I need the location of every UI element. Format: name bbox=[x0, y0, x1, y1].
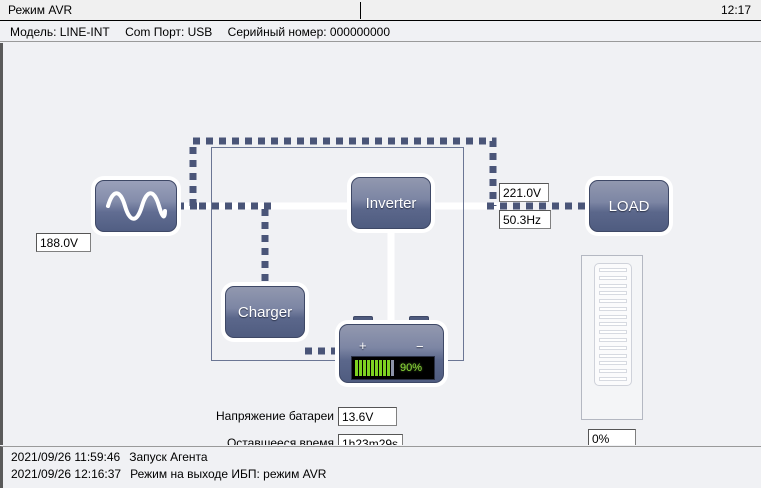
runtime-label: Оставшееся время bbox=[226, 436, 334, 445]
ups-mode-title: Режим AVR bbox=[8, 3, 73, 17]
battery-bar bbox=[391, 360, 394, 376]
log-timestamp: 2021/09/26 12:16:37 bbox=[11, 467, 122, 481]
battery-body: + − 90% bbox=[339, 324, 444, 383]
load-gauge-segment bbox=[599, 361, 627, 366]
battery-graphic[interactable]: + − 90% bbox=[339, 316, 444, 383]
load-gauge-segment bbox=[599, 376, 627, 381]
battery-positive-terminal bbox=[353, 316, 373, 327]
battery-voltage-label: Напряжение батареи bbox=[215, 409, 334, 423]
battery-charge-bars bbox=[355, 360, 394, 376]
runtime-readout: 1h23m29s bbox=[338, 434, 403, 445]
battery-bar bbox=[379, 360, 382, 376]
serial-number-label: Серийный номер: 000000000 bbox=[227, 25, 390, 39]
title-bar: Режим AVR 12:17 bbox=[0, 0, 761, 21]
flow-lines bbox=[177, 137, 589, 355]
model-label: Модель: LINE-INT bbox=[10, 25, 110, 39]
comport-label: Com Порт: USB bbox=[125, 25, 213, 39]
output-frequency-readout: 50.3Hz bbox=[499, 210, 551, 229]
battery-bar bbox=[387, 360, 390, 376]
load-gauge bbox=[581, 255, 643, 420]
log-message: Режим на выходе ИБП: режим AVR bbox=[130, 467, 327, 481]
load-gauge-segment bbox=[599, 369, 627, 374]
load-gauge-segment bbox=[599, 268, 627, 272]
load-gauge-segment bbox=[599, 322, 627, 327]
load-gauge-segment bbox=[599, 291, 627, 296]
load-gauge-segment bbox=[599, 306, 627, 311]
clock: 12:17 bbox=[720, 3, 751, 17]
plus-sign-icon: + bbox=[359, 338, 367, 353]
battery-bar bbox=[355, 360, 358, 376]
device-info-text: Модель: LINE-INT Com Порт: USB Серийный … bbox=[10, 25, 402, 39]
battery-negative-terminal bbox=[409, 316, 429, 327]
event-log: 2021/09/26 11:59:46 Запуск Агента 2021/09… bbox=[0, 446, 761, 488]
battery-bar bbox=[383, 360, 386, 376]
charger-block[interactable]: Charger bbox=[225, 286, 305, 338]
sine-wave-icon bbox=[106, 191, 167, 221]
load-gauge-segment bbox=[599, 353, 627, 358]
output-voltage-readout: 221.0V bbox=[499, 183, 549, 202]
load-gauge-segment bbox=[599, 275, 627, 280]
load-gauge-segment bbox=[599, 345, 627, 350]
log-entry: 2021/09/26 11:59:46 Запуск Агента bbox=[11, 450, 208, 464]
ac-mains-block[interactable] bbox=[95, 180, 177, 232]
ups-enclosure-outline bbox=[211, 147, 464, 361]
load-gauge-segment bbox=[599, 314, 627, 319]
load-gauge-segments bbox=[594, 263, 632, 386]
battery-bar bbox=[375, 360, 378, 376]
battery-bar bbox=[367, 360, 370, 376]
input-voltage-readout: 188.0V bbox=[36, 233, 91, 252]
minus-sign-icon: − bbox=[416, 339, 424, 354]
battery-voltage-readout: 13.6V bbox=[338, 407, 397, 426]
load-percent-readout: 0% bbox=[588, 429, 636, 445]
load-gauge-segment bbox=[599, 338, 627, 343]
load-gauge-segment bbox=[599, 299, 627, 304]
battery-bar bbox=[371, 360, 374, 376]
title-bar-divider bbox=[360, 2, 361, 19]
inverter-block[interactable]: Inverter bbox=[351, 177, 431, 229]
battery-percent-text: 90% bbox=[400, 362, 423, 374]
battery-bar bbox=[363, 360, 366, 376]
log-entry: 2021/09/26 12:16:37 Режим на выходе ИБП: … bbox=[11, 467, 326, 481]
log-message: Запуск Агента bbox=[129, 450, 208, 464]
battery-bar bbox=[359, 360, 362, 376]
load-gauge-segment bbox=[599, 283, 627, 288]
power-flow-diagram: Inverter Charger LOAD + − 90% 188.0V 221… bbox=[0, 43, 761, 445]
battery-lcd: 90% bbox=[351, 356, 435, 380]
load-block[interactable]: LOAD bbox=[589, 180, 669, 232]
log-timestamp: 2021/09/26 11:59:46 bbox=[11, 450, 121, 464]
device-info-bar: Модель: LINE-INT Com Порт: USB Серийный … bbox=[0, 22, 761, 42]
load-gauge-segment bbox=[599, 330, 627, 335]
